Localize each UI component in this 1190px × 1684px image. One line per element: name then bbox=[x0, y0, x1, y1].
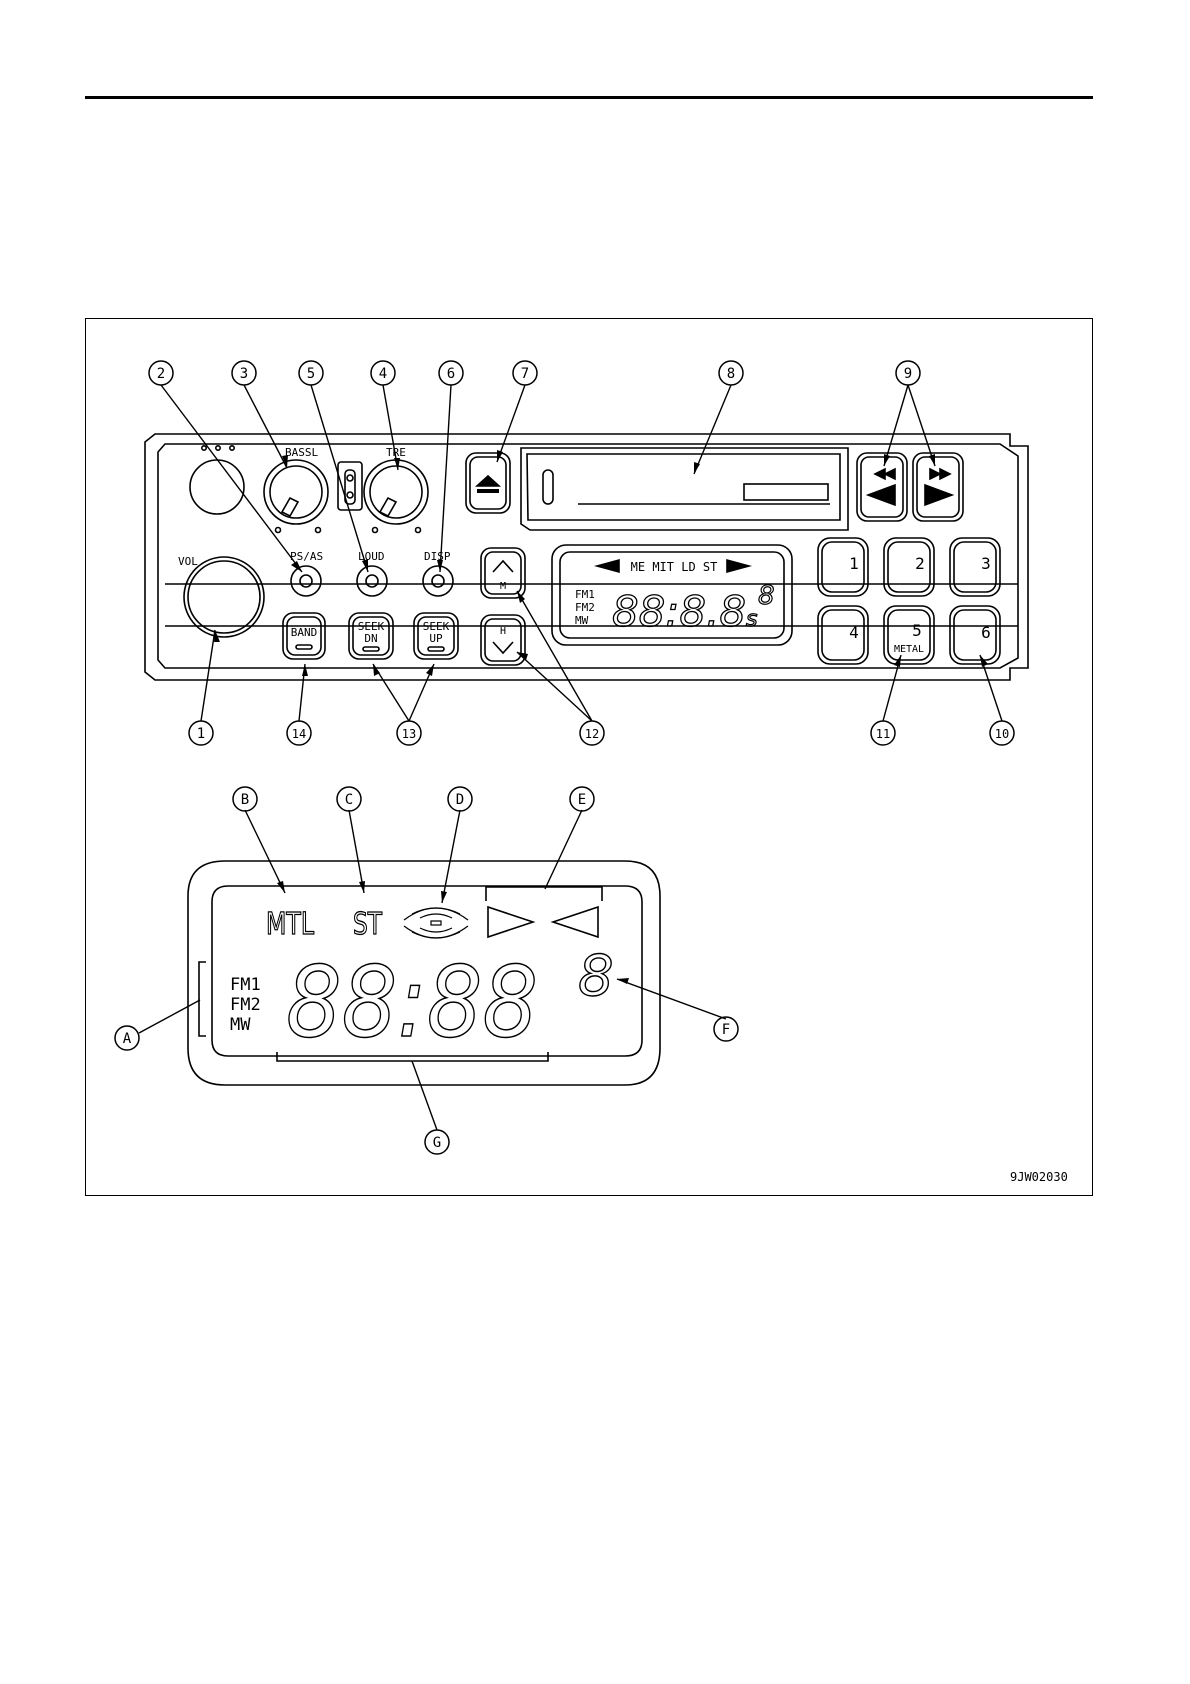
callout-1: 1 bbox=[197, 726, 205, 742]
callout-8: 8 bbox=[727, 366, 735, 382]
letter-d: D bbox=[456, 792, 464, 808]
cassette-slot bbox=[521, 448, 848, 530]
callout-numbers: 2 3 5 4 6 7 8 9 1 14 13 12 11 10 bbox=[157, 366, 1009, 742]
letter-g: G bbox=[433, 1135, 441, 1151]
seek-up-line2: UP bbox=[429, 632, 443, 645]
callout-6: 6 bbox=[447, 366, 455, 382]
ps-as-label: PS/AS bbox=[290, 550, 323, 563]
callout-leaders bbox=[161, 385, 1002, 721]
preset-button-6[interactable] bbox=[950, 606, 1000, 664]
volume-label: VOL bbox=[178, 555, 198, 568]
signal-icon bbox=[404, 908, 468, 938]
callout-9: 9 bbox=[904, 366, 912, 382]
band-label: BAND bbox=[291, 626, 318, 639]
mini-band-mw: MW bbox=[575, 614, 589, 627]
callout-10: 10 bbox=[995, 727, 1009, 741]
large-band-fm1: FM1 bbox=[230, 975, 261, 995]
preset-button-4[interactable] bbox=[818, 606, 868, 664]
seek-dn-line2: DN bbox=[364, 632, 377, 645]
large-band-mw: MW bbox=[230, 1015, 251, 1035]
callout-arrowheads bbox=[214, 450, 988, 676]
mini-display-side-digit: 8 bbox=[758, 581, 775, 611]
disp-button[interactable] bbox=[423, 566, 453, 596]
preset-label-1: 1 bbox=[849, 554, 859, 573]
loud-button[interactable] bbox=[357, 566, 387, 596]
letter-b: B bbox=[241, 792, 249, 808]
preset-label-3: 3 bbox=[981, 554, 991, 573]
letter-e: E bbox=[578, 792, 586, 808]
treble-knob[interactable] bbox=[364, 460, 428, 533]
mini-display-suffix: s bbox=[746, 607, 757, 632]
preset-label-4: 4 bbox=[849, 623, 859, 642]
callout-11: 11 bbox=[876, 727, 890, 741]
down-h-button[interactable] bbox=[481, 615, 525, 665]
up-m-label: M bbox=[500, 581, 506, 592]
preset-button-2[interactable] bbox=[884, 538, 934, 596]
large-display-side-digit: 8 bbox=[578, 944, 614, 1009]
letter-f: F bbox=[722, 1022, 730, 1038]
preset-button-3[interactable] bbox=[950, 538, 1000, 596]
figure-id: 9JW02030 bbox=[1010, 1170, 1068, 1184]
callout-7: 7 bbox=[521, 366, 529, 382]
preset-label-6: 6 bbox=[981, 623, 991, 642]
letter-a: A bbox=[123, 1031, 132, 1047]
callout-13: 13 bbox=[402, 727, 416, 741]
callout-14: 14 bbox=[292, 727, 306, 741]
volume-knob[interactable] bbox=[184, 557, 264, 637]
large-display-digits: 88:88 bbox=[286, 946, 538, 1060]
preset-button-1[interactable] bbox=[818, 538, 868, 596]
callout-3: 3 bbox=[240, 366, 248, 382]
preset-label-5: 5 bbox=[912, 621, 922, 640]
mini-band-fm1: FM1 bbox=[575, 588, 595, 601]
fast-forward-button[interactable] bbox=[913, 453, 963, 521]
mini-band-fm2: FM2 bbox=[575, 601, 595, 614]
bass-label: BASSL bbox=[285, 446, 318, 459]
eject-button[interactable] bbox=[466, 453, 510, 513]
ps-as-button[interactable] bbox=[291, 566, 321, 596]
metal-label: METAL bbox=[894, 644, 924, 655]
mini-display-top-row: ME MIT LD ST bbox=[631, 560, 718, 574]
large-display-mtl: MTL bbox=[266, 907, 314, 942]
large-display-st: ST bbox=[353, 907, 383, 942]
mini-display-digits: 88:8.8 bbox=[612, 587, 746, 636]
letter-c: C bbox=[345, 792, 353, 808]
rewind-button[interactable] bbox=[857, 453, 907, 521]
preset-label-2: 2 bbox=[915, 554, 925, 573]
preset-button-5[interactable] bbox=[884, 606, 934, 664]
callout-5: 5 bbox=[307, 366, 315, 382]
aux-knob[interactable] bbox=[190, 460, 244, 514]
callout-4: 4 bbox=[379, 366, 387, 382]
callout-12: 12 bbox=[585, 727, 599, 741]
down-h-label: H bbox=[500, 626, 506, 637]
callout-2: 2 bbox=[157, 366, 165, 382]
large-band-fm2: FM2 bbox=[230, 995, 261, 1015]
bass-knob[interactable] bbox=[264, 460, 328, 533]
